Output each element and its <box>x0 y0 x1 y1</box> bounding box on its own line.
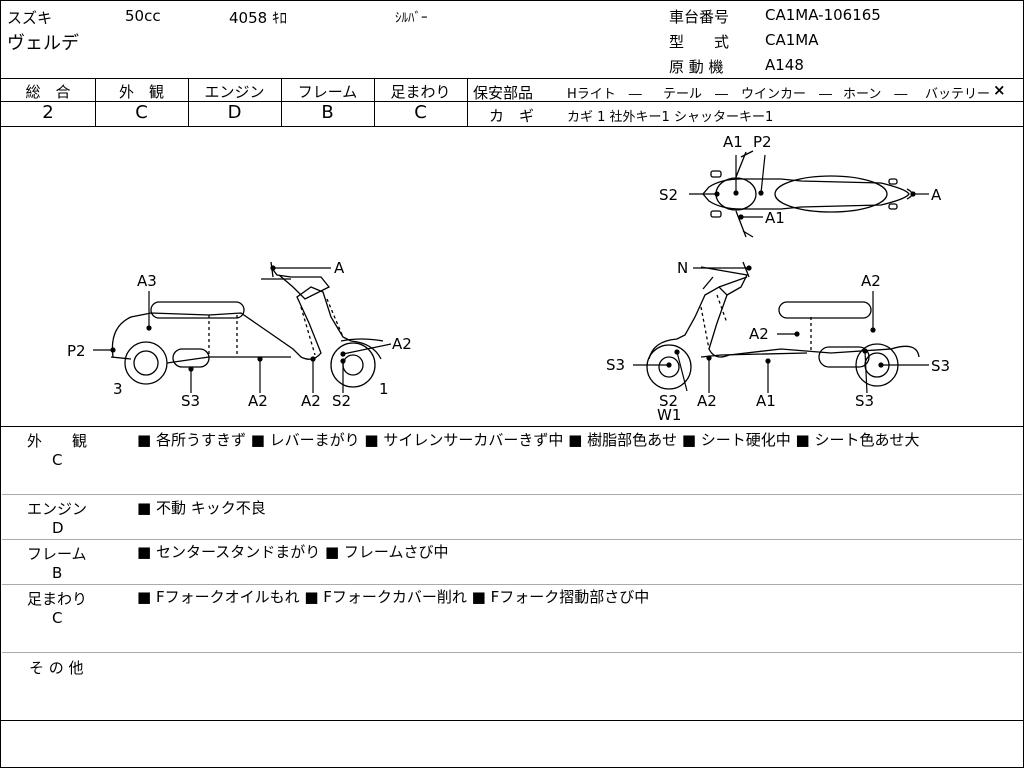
right-s3l-label: S3 <box>606 356 625 374</box>
left-a2r-label: A2 <box>392 335 412 353</box>
safety-tail: テール ― <box>663 87 729 102</box>
left-a2b-label: A2 <box>301 392 321 410</box>
maker: スズキ <box>7 9 53 27</box>
left-3-label: 3 <box>113 380 123 398</box>
scooter-diagram: A1 P2 S2 A A1 A A3 P2 A2 3 1 S3 A2 A2 S2… <box>67 133 950 424</box>
left-s2-label: S2 <box>332 392 351 410</box>
safety-winker: ウインカー ― <box>741 87 833 102</box>
notes-frame-label: フレーム <box>27 545 87 563</box>
left-view-scooter <box>110 261 384 388</box>
frame-grade: B <box>321 102 334 123</box>
left-s3-label: S3 <box>181 392 200 410</box>
notes-engine-text: ■ 不動 キック不良 <box>137 499 266 517</box>
key-detail: カギ 1 社外キー1 シャッターキー1 <box>567 110 774 125</box>
notes-exterior-label: 外 観 <box>27 432 88 450</box>
frame-grade-label: フレーム <box>297 83 358 101</box>
top-a-label: A <box>931 186 942 204</box>
notes-suspension-label: 足まわり <box>27 590 88 608</box>
engine-grade: D <box>227 102 242 123</box>
notes-exterior-grade: C <box>52 451 63 469</box>
notes-other-label: そ の 他 <box>29 659 84 677</box>
top-a1-label: A1 <box>723 133 743 151</box>
model-name: ヴェルデ <box>7 33 79 54</box>
safety-label: 保安部品 <box>473 84 534 102</box>
color: ｼﾙﾊﾞｰ <box>395 11 428 26</box>
right-s3r-label: S3 <box>931 357 950 375</box>
overall-label: 総 合 <box>25 83 71 101</box>
displacement: 50cc <box>125 7 161 25</box>
frame-no: CA1MA-106165 <box>765 6 881 24</box>
safety-light: Hライト ― <box>567 87 642 102</box>
overall-grade: 2 <box>42 102 54 123</box>
notes-engine-label: エンジン <box>27 500 88 518</box>
top-s2-label: S2 <box>659 186 678 204</box>
notes-exterior-text: ■ 各所うすきず ■ レバーまがり ■ サイレンサーカバーきず中 ■ 樹脂部色あ… <box>137 431 920 449</box>
right-a1-label: A1 <box>756 392 776 410</box>
notes-engine-grade: D <box>52 519 64 537</box>
type-value: CA1MA <box>765 31 819 49</box>
right-w1-label: W1 <box>657 406 681 424</box>
type-label: 型 式 <box>669 33 730 51</box>
safety-battery: バッテリー <box>925 87 991 102</box>
left-1-label: 1 <box>379 380 389 398</box>
safety-horn: ホーン ― <box>843 87 908 102</box>
right-s3b-label: S3 <box>855 392 874 410</box>
right-n-label: N <box>677 259 688 277</box>
key-label: カ ギ <box>489 107 535 125</box>
exterior-grade: C <box>135 102 148 123</box>
notes-suspension-text: ■ Fフォークオイルもれ ■ Fフォークカバー削れ ■ Fフォーク摺動部さび中 <box>137 588 650 606</box>
left-p2-label: P2 <box>67 342 86 360</box>
left-a3-label: A3 <box>137 272 157 290</box>
notes-suspension-grade: C <box>52 609 63 627</box>
mileage: 4058 ｷﾛ <box>229 9 287 27</box>
suspension-grade-label: 足まわり <box>390 83 451 101</box>
exterior-label: 外 観 <box>118 83 164 101</box>
engine-grade-label: エンジン <box>204 83 265 101</box>
engine-value: A148 <box>765 56 804 74</box>
notes-frame-text: ■ センタースタンドまがり ■ フレームさび中 <box>137 543 449 561</box>
top-p2-label: P2 <box>753 133 772 151</box>
battery-mark: × <box>993 81 1006 99</box>
left-a-label: A <box>334 259 345 277</box>
top-a1b-label: A1 <box>765 209 785 227</box>
suspension-grade: C <box>414 102 427 123</box>
notes-frame-grade: B <box>52 564 63 582</box>
right-s2-label: S2 <box>659 392 678 410</box>
right-a2t-label: A2 <box>861 272 881 290</box>
right-a2b-label: A2 <box>697 392 717 410</box>
frame-no-label: 車台番号 <box>669 8 730 26</box>
right-a2m-label: A2 <box>749 325 769 343</box>
engine-label: 原 動 機 <box>669 58 724 76</box>
left-a2a-label: A2 <box>248 392 268 410</box>
